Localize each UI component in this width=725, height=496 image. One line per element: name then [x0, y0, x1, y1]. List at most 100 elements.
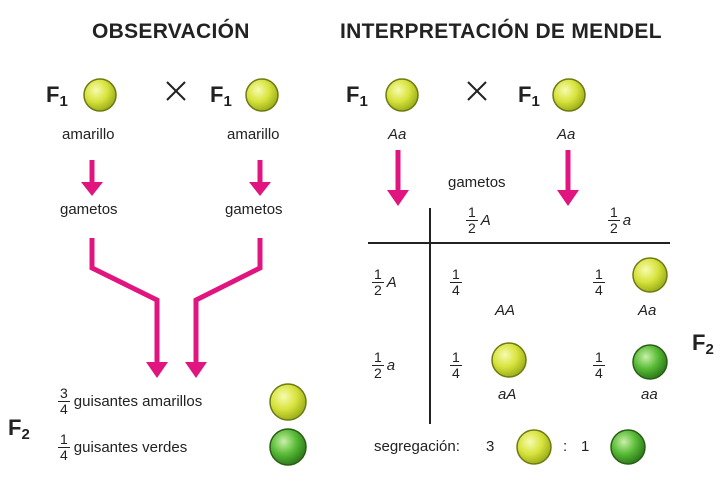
fraction-numerator: 1 — [58, 432, 70, 448]
fraction-denominator: 2 — [372, 366, 384, 381]
arrow-right-2 — [557, 150, 579, 206]
right-parent2-label: F1 — [518, 82, 540, 110]
allele: a — [387, 357, 395, 374]
left-parent1-label: F1 — [46, 82, 68, 110]
allele: A — [481, 212, 491, 229]
f-letter: F — [692, 330, 705, 355]
left-phenotype-1: amarillo — [62, 126, 115, 143]
fraction-denominator: 4 — [593, 283, 605, 298]
f-letter: F — [210, 82, 223, 107]
f-letter: F — [8, 415, 21, 440]
left-gametes-1: gametos — [60, 201, 118, 218]
left-title: OBSERVACIÓN — [92, 20, 250, 44]
left-gametes-2: gametos — [225, 201, 283, 218]
arrow-left-bent-2 — [185, 238, 260, 378]
pea-green-icon — [633, 345, 667, 379]
right-genotype-1: Aa — [388, 126, 406, 143]
pea-yellow-icon — [386, 79, 418, 111]
punnett-cell-AA-genotype: AA — [495, 302, 515, 319]
fraction-denominator: 2 — [466, 221, 478, 236]
f-subscript: 1 — [531, 93, 539, 110]
fraction-numerator: 1 — [372, 350, 384, 366]
f2-green-text: guisantes verdes — [74, 439, 187, 456]
right-genotype-2: Aa — [557, 126, 575, 143]
left-parent2-label: F1 — [210, 82, 232, 110]
fraction-numerator: 1 — [608, 205, 620, 221]
fraction-denominator: 4 — [450, 366, 462, 381]
pea-yellow-icon — [270, 384, 306, 420]
segregation-yellow-count: 3 — [486, 438, 494, 455]
left-f2-label: F2 — [8, 415, 30, 443]
pea-yellow-icon — [633, 258, 667, 292]
fraction-denominator: 4 — [450, 283, 462, 298]
fraction-numerator: 1 — [450, 350, 462, 366]
pea-yellow-icon — [84, 79, 116, 111]
pea-yellow-icon — [553, 79, 585, 111]
fraction-denominator: 4 — [58, 402, 70, 417]
right-gametes-label: gametos — [448, 174, 506, 191]
pea-yellow-icon — [246, 79, 278, 111]
f-subscript: 2 — [705, 341, 713, 358]
punnett-cell-aA-genotype: aA — [498, 386, 516, 403]
right-parent1-label: F1 — [346, 82, 368, 110]
arrow-right-1 — [387, 150, 409, 206]
segregation-green-count: 1 — [581, 438, 589, 455]
pea-yellow-icon — [492, 343, 526, 377]
fraction-numerator: 1 — [450, 267, 462, 283]
f-subscript: 2 — [21, 426, 29, 443]
f2-yellow-text: guisantes amarillos — [74, 393, 202, 410]
cross-symbol-right — [468, 82, 486, 100]
arrow-left-1 — [81, 160, 103, 196]
pea-yellow-icon — [517, 430, 551, 464]
allele: A — [387, 274, 397, 291]
f-subscript: 1 — [59, 93, 67, 110]
allele: a — [623, 212, 631, 229]
fraction-numerator: 1 — [593, 350, 605, 366]
f-subscript: 1 — [359, 93, 367, 110]
segregation-separator: : — [563, 438, 567, 455]
f-subscript: 1 — [223, 93, 231, 110]
fraction-numerator: 3 — [58, 386, 70, 402]
fraction-denominator: 2 — [372, 283, 384, 298]
right-f2-label: F2 — [692, 330, 714, 358]
fraction-numerator: 1 — [372, 267, 384, 283]
f-letter: F — [346, 82, 359, 107]
f-letter: F — [518, 82, 531, 107]
fraction-denominator: 4 — [593, 366, 605, 381]
pea-green-icon — [270, 429, 306, 465]
f-letter: F — [46, 82, 59, 107]
cross-symbol-left — [167, 82, 185, 100]
pea-green-icon — [611, 430, 645, 464]
arrow-left-bent-1 — [92, 238, 168, 378]
punnett-cell-Aa-genotype: Aa — [638, 302, 656, 319]
punnett-cell-aa-genotype: aa — [641, 386, 658, 403]
fraction-denominator: 4 — [58, 448, 70, 463]
right-title: INTERPRETACIÓN DE MENDEL — [340, 20, 662, 44]
segregation-label: segregación: — [374, 438, 460, 455]
left-phenotype-2: amarillo — [227, 126, 280, 143]
fraction-numerator: 1 — [466, 205, 478, 221]
arrow-left-2 — [249, 160, 271, 196]
fraction-numerator: 1 — [593, 267, 605, 283]
